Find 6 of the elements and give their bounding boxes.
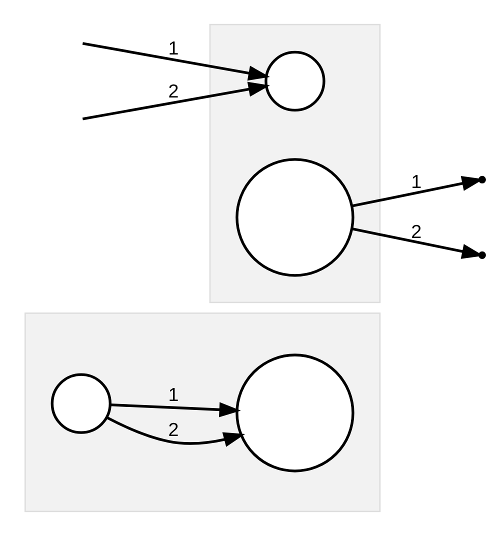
- edge-label: 2: [410, 222, 422, 243]
- edge-label: 2: [168, 420, 178, 442]
- edge-label: 1: [168, 385, 178, 406]
- edge-label: 1: [410, 172, 422, 194]
- edge-label: 1: [168, 38, 178, 60]
- edge-label: 2: [168, 82, 178, 103]
